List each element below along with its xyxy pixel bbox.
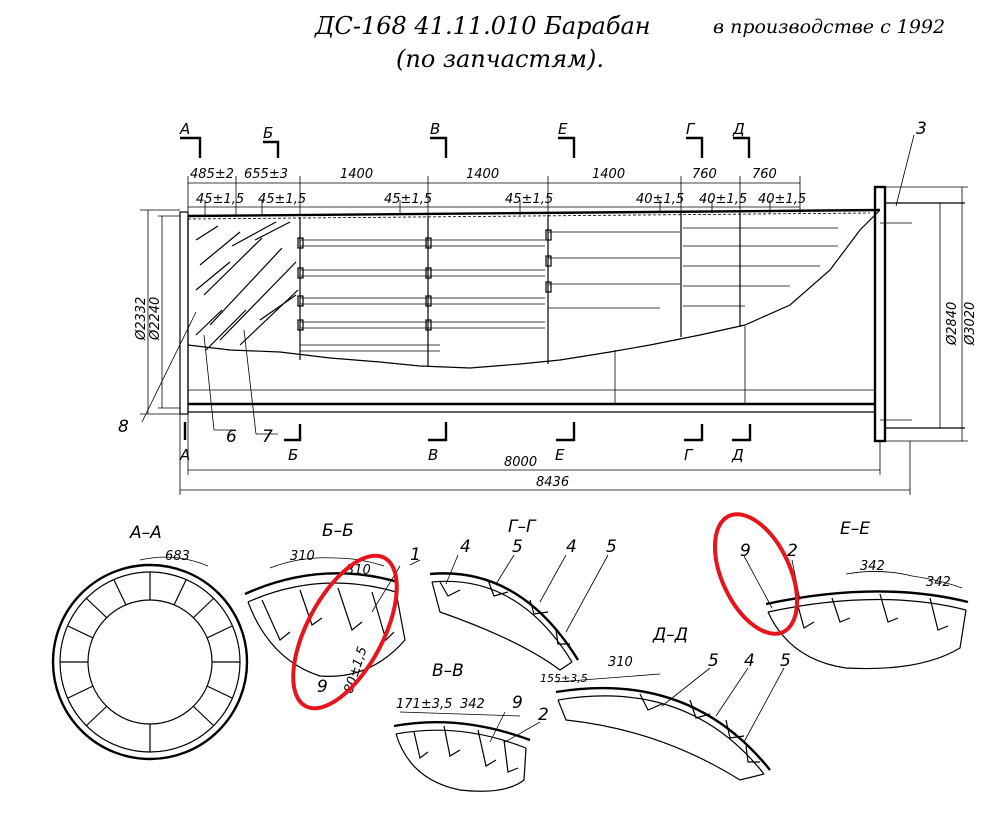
callout-3: 3	[916, 119, 927, 139]
dim-342-e1: 342	[860, 559, 885, 574]
dim-40-b: 40±1,5	[699, 192, 747, 207]
dim-342-e2: 342	[926, 575, 951, 590]
drawing-title: ДС-168 41.11.010 Барабан	[315, 12, 651, 40]
section-bb	[244, 557, 421, 677]
cut-label-b-top: Б	[263, 124, 273, 142]
dim-45-d: 45±1,5	[505, 192, 553, 207]
dim-45-a: 45±1,5	[196, 192, 244, 207]
dim-1400-c: 1400	[592, 167, 625, 182]
callout-1: 1	[410, 545, 421, 565]
callout-5-gg-b: 5	[606, 537, 617, 557]
dim-8436: 8436	[536, 475, 569, 490]
section-ee	[743, 555, 969, 670]
top-dimension-lines	[187, 176, 801, 216]
dim-760-b: 760	[752, 167, 777, 182]
callout-9-bb: 9	[317, 677, 328, 697]
callout-5-gg-a: 5	[512, 537, 523, 557]
cut-label-d-top: Д	[732, 120, 745, 138]
production-note: в производстве с 1992	[713, 16, 946, 38]
section-dd-label: Д–Д	[652, 625, 688, 645]
dim-d2840: Ø2840	[945, 302, 960, 346]
left-diameter-lines	[140, 209, 180, 415]
dim-1400-a: 1400	[340, 167, 373, 182]
dim-310-d: 310	[608, 655, 633, 670]
callout-4-gg-a: 4	[460, 537, 471, 557]
highlight-ellipse-left	[291, 553, 399, 711]
dim-45-c: 45±1,5	[384, 192, 432, 207]
callout-4-dd: 4	[744, 651, 755, 671]
cut-label-b-bottom: Б	[288, 446, 298, 464]
dim-171: 171±3,5	[396, 697, 452, 712]
callout-7: 7	[262, 427, 273, 447]
dim-45-b: 45±1,5	[258, 192, 306, 207]
cut-label-e-top: Е	[558, 120, 568, 138]
section-aa-label: А–А	[129, 523, 162, 543]
main-callout-leaders	[141, 134, 915, 435]
cut-label-a-top: А	[179, 120, 190, 138]
callout-4-gg-b: 4	[566, 537, 577, 557]
dim-310-b1: 310	[290, 549, 315, 564]
cut-label-a-bottom: А	[179, 446, 190, 464]
section-bb-label: Б–Б	[322, 521, 354, 541]
section-vv	[393, 711, 541, 792]
dim-1400-b: 1400	[466, 167, 499, 182]
dim-8000: 8000	[504, 455, 537, 470]
callout-2-ee: 2	[787, 541, 798, 561]
dim-d2332: Ø2332	[134, 297, 149, 341]
dim-485: 485±2	[190, 167, 234, 182]
drawing-subtitle: (по запчастям).	[396, 45, 604, 73]
callout-9-ee: 9	[740, 541, 751, 561]
callout-9-vv: 9	[512, 693, 523, 713]
cut-label-e-bottom: Е	[555, 446, 565, 464]
dim-342-v: 342	[460, 697, 485, 712]
dim-760-a: 760	[692, 167, 717, 182]
highlight-ellipse-right	[712, 512, 800, 636]
section-aa	[51, 556, 249, 761]
cut-label-g-top: Г	[686, 120, 696, 138]
dim-40-c: 40±1,5	[758, 192, 806, 207]
section-gg	[429, 554, 609, 671]
callout-5-dd-a: 5	[708, 651, 719, 671]
callout-8: 8	[118, 417, 129, 437]
drum-main-view	[179, 185, 965, 443]
section-ee-label: Е–Е	[840, 519, 870, 539]
section-vv-label: В–В	[432, 661, 464, 681]
cut-label-v-top: В	[430, 120, 440, 138]
cut-label-g-bottom: Г	[684, 446, 694, 464]
cut-label-v-bottom: В	[428, 446, 438, 464]
section-cut-marks	[180, 136, 752, 442]
dim-d3020: Ø3020	[963, 302, 978, 346]
dim-155: 155±3,5	[540, 672, 588, 685]
dim-40-a: 40±1,5	[636, 192, 684, 207]
section-gg-label: Г–Г	[508, 517, 537, 537]
length-dimension-lines	[179, 414, 911, 495]
dim-683: 683	[165, 549, 190, 564]
dim-d2240: Ø2240	[148, 297, 163, 341]
section-dd	[555, 667, 785, 781]
dim-655: 655±3	[244, 167, 288, 182]
cut-label-d-bottom: Д	[731, 446, 744, 464]
right-diameter-lines	[885, 186, 968, 442]
callout-6: 6	[226, 427, 237, 447]
callout-5-dd-b: 5	[780, 651, 791, 671]
callout-2-vv: 2	[538, 705, 549, 725]
